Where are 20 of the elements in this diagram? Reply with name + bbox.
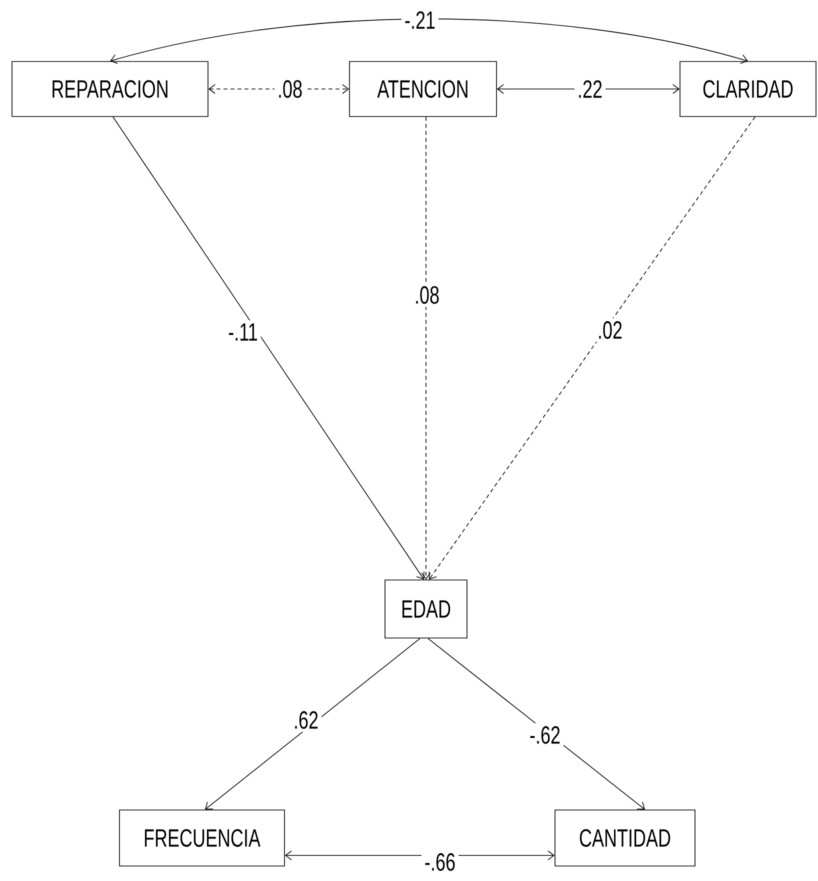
edge-label: .08 bbox=[274, 77, 306, 101]
variable-box: REPARACION bbox=[12, 61, 208, 117]
arrow bbox=[205, 638, 420, 810]
edge-label: .62 bbox=[290, 708, 322, 732]
arrow bbox=[112, 116, 424, 580]
edge-label: .02 bbox=[594, 318, 626, 342]
variable-box: FRECUENCIA bbox=[119, 810, 285, 866]
arrow bbox=[428, 116, 756, 580]
variable-box: CLARIDAD bbox=[680, 61, 816, 117]
edge-label: -.11 bbox=[225, 320, 261, 344]
edge-label: .22 bbox=[574, 77, 606, 101]
edge-label: -.66 bbox=[422, 850, 458, 874]
edge-label: -.21 bbox=[402, 8, 438, 32]
variable-box: EDAD bbox=[384, 580, 468, 638]
variable-box: ATENCION bbox=[349, 61, 497, 117]
arrow bbox=[421, 116, 431, 580]
edge-label: .08 bbox=[412, 283, 442, 307]
edge-label: -.62 bbox=[526, 723, 564, 747]
arrow bbox=[110, 18, 748, 64]
variable-box: CANTIDAD bbox=[554, 810, 696, 866]
